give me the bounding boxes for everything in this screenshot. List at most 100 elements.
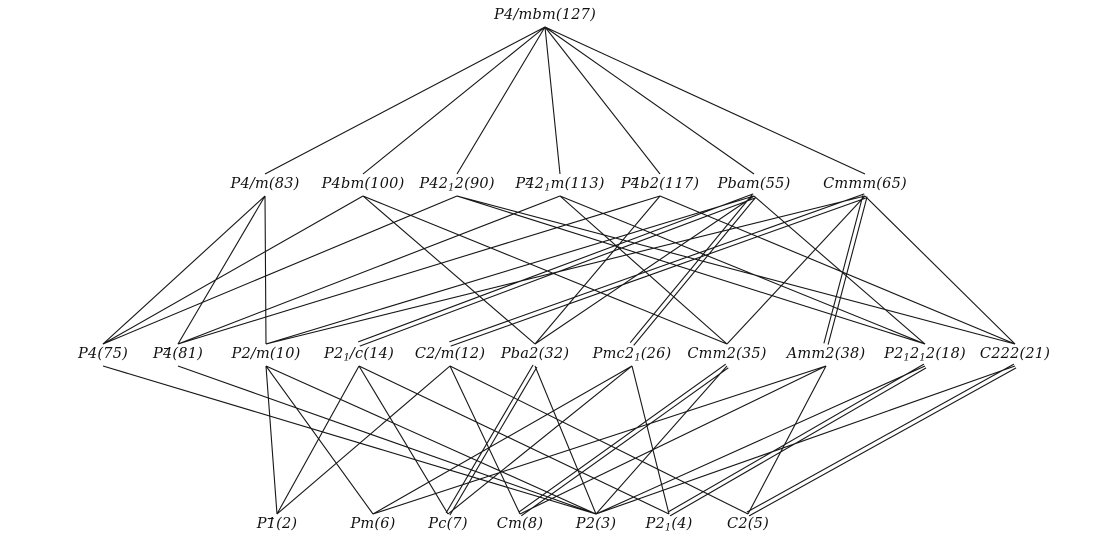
subgroup-edge-127-113 [544, 26, 561, 175]
subgroup-edge-75-3 [102, 365, 597, 515]
space-group-node-12: C2/m(12) [414, 346, 486, 363]
subgroup-edge-83-75 [102, 195, 266, 345]
subgroup-edge-18-4 [669, 367, 927, 517]
subgroup-edge-26-4 [631, 365, 670, 515]
subgroup-edge-35-8 [520, 367, 729, 517]
space-group-node-83: P4/m(83) [230, 176, 300, 193]
subgroup-edge-21-3 [595, 365, 1016, 515]
subgroup-edge-127-55 [544, 26, 755, 175]
subgroup-edge-32-7 [445, 364, 534, 514]
subgroup-edge-127-100 [362, 26, 546, 175]
space-group-node-6: Pm(6) [350, 516, 396, 533]
subgroup-edge-55-26 [633, 197, 757, 346]
subgroup-edge-10-3 [265, 365, 597, 515]
subgroup-edge-18-4 [667, 363, 925, 513]
subgroup-edge-113-18 [559, 195, 926, 345]
space-group-node-100: P4bm(100) [321, 176, 405, 193]
subgroup-edge-65-12 [450, 197, 866, 347]
subscript-char: 1 [448, 182, 455, 194]
subgroup-edge-35-3 [595, 365, 728, 515]
subgroup-edge-38-5 [747, 365, 827, 515]
subgroup-edge-65-35 [726, 195, 866, 345]
subgroup-edge-26-6 [372, 365, 633, 515]
subgroup-edge-127-65 [544, 26, 866, 175]
subgroup-edge-65-12 [449, 193, 865, 343]
subgroup-edge-127-90 [456, 26, 546, 175]
space-group-node-90: P4212(90) [419, 176, 495, 194]
subscript-char: 1 [903, 352, 910, 364]
subgroup-edge-65-21 [864, 195, 1016, 345]
subgroup-edge-117-32 [534, 195, 661, 345]
subgroup-edge-21-5 [746, 363, 1015, 513]
space-group-node-3: P2(3) [575, 516, 617, 533]
subgroup-edge-83-81 [177, 195, 266, 345]
subgroup-edge-21-5 [748, 367, 1017, 517]
subgroup-edge-113-35 [559, 195, 728, 345]
space-group-node-7: Pc(7) [428, 516, 468, 533]
subgroup-edge-100-32 [362, 195, 536, 345]
subgroup-edge-18-3 [595, 365, 926, 515]
subgroup-edge-55-14 [358, 193, 754, 343]
space-group-node-127: P4/mbm(127) [494, 7, 596, 24]
space-group-node-75: P4(75) [78, 346, 128, 363]
subgroup-edge-10-6 [265, 365, 374, 515]
subgroup-edge-32-7 [449, 366, 538, 516]
space-group-node-117: P4b2(117) [620, 176, 700, 193]
space-group-node-14: P21/c(14) [324, 346, 394, 364]
subgroup-edge-100-75 [102, 195, 364, 345]
subgroup-edge-90-18 [456, 195, 926, 345]
subscript-char: 1 [919, 352, 926, 364]
overline-char: 1 [266, 516, 277, 533]
space-group-node-26: Pmc21(26) [592, 346, 672, 364]
subgroup-edge-127-83 [264, 26, 546, 175]
space-group-node-55: Pbam(55) [717, 176, 791, 193]
space-group-node-10: P2/m(10) [231, 346, 301, 363]
subgroup-edge-65-38 [823, 195, 864, 344]
space-group-node-38: Amm2(38) [786, 346, 866, 363]
subscript-char: 1 [634, 352, 641, 364]
subgroup-edge-35-8 [518, 363, 727, 513]
subgroup-edge-38-8 [519, 365, 827, 515]
subgroup-edge-81-3 [177, 365, 597, 515]
overline-char: 4 [162, 346, 173, 363]
subgroup-edge-32-3 [534, 365, 597, 515]
subgroup-edge-117-81 [177, 195, 661, 345]
space-group-node-21: C222(21) [979, 346, 1051, 363]
space-group-node-65: Cmmm(65) [823, 176, 907, 193]
subgroup-edge-55-18 [753, 195, 926, 345]
subgroup-edge-113-81 [177, 195, 561, 345]
subgroup-edge-127-117 [544, 26, 661, 175]
space-group-node-4: P21(4) [645, 516, 693, 534]
subgroup-edge-65-38 [827, 196, 868, 345]
space-group-node-81: P4(81) [153, 346, 203, 363]
space-group-node-2: P1(2) [256, 516, 298, 533]
space-group-node-18: P21212(18) [884, 346, 966, 364]
overline-char: 4 [630, 176, 641, 193]
space-group-node-5: C2(5) [727, 516, 769, 533]
subscript-char: 1 [544, 182, 551, 194]
subgroup-edge-14-2 [276, 365, 360, 515]
subgroup-edge-10-2 [265, 365, 278, 515]
subscript-char: 1 [343, 352, 350, 364]
subgroup-edge-26-7 [447, 365, 633, 515]
subgroup-edge-55-26 [629, 194, 753, 343]
space-group-node-8: Cm(8) [496, 516, 544, 533]
subgroup-edge-55-32 [534, 195, 755, 345]
subgroup-edge-38-6 [372, 365, 827, 515]
subgroup-edge-12-8 [449, 365, 521, 515]
overline-char: 4 [525, 176, 535, 193]
subgroup-edge-55-10 [265, 195, 755, 345]
subgroup-edge-12-2 [276, 365, 451, 515]
subgroup-edge-65-10 [265, 195, 866, 345]
subgroup-edge-90-21 [456, 195, 1016, 345]
subgroup-edge-90-75 [102, 195, 458, 345]
subscript-char: 1 [664, 522, 672, 534]
space-group-node-32: Pba2(32) [500, 346, 570, 363]
subgroup-edge-83-10 [264, 195, 267, 345]
subgroup-edge-117-21 [659, 195, 1016, 345]
space-group-node-113: P421m(113) [515, 176, 605, 194]
subgroup-edge-100-35 [362, 195, 728, 345]
subgroup-edge-14-7 [358, 365, 449, 515]
